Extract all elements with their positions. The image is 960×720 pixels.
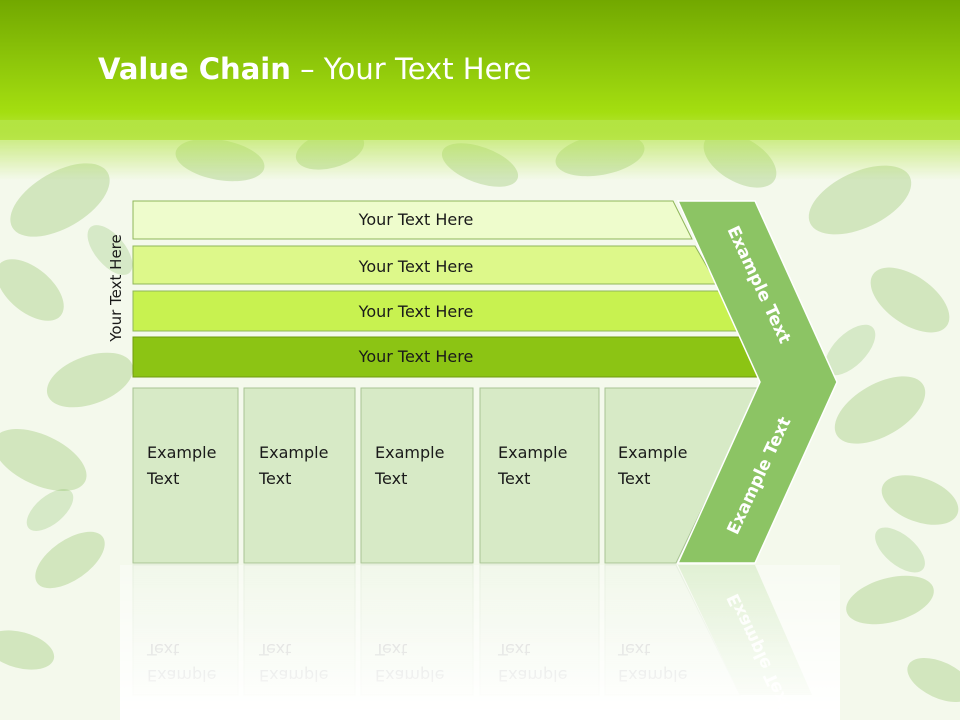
header-fade [0, 120, 960, 180]
column-2-shape [243, 387, 356, 564]
bar-1-shape [132, 200, 693, 240]
header-band [0, 0, 960, 140]
column-4-line2: Text [497, 469, 530, 488]
column-3-line1: Example [375, 443, 444, 462]
column-4-line1: Example [498, 443, 567, 462]
column-2-line1: Example [259, 443, 328, 462]
bar-2: Your Text Here [132, 245, 718, 285]
side-label: Your Text Here [107, 234, 125, 342]
bar-1-label: Your Text Here [358, 210, 474, 229]
column-3-shape [360, 387, 474, 564]
slide-title: Value Chain – Your Text Here [98, 52, 532, 86]
bar-4: Your Text Here [132, 336, 765, 378]
column-1: Example Text [132, 387, 239, 564]
bar-3: Your Text Here [132, 290, 741, 332]
bar-4-label: Your Text Here [358, 347, 474, 366]
reflection-fade [120, 565, 840, 720]
column-1-shape [132, 387, 239, 564]
bar-3-label: Your Text Here [358, 302, 474, 321]
column-3: Example Text [360, 387, 474, 564]
column-4: Example Text [479, 387, 600, 564]
column-1-line1: Example [147, 443, 216, 462]
column-1-line2: Text [146, 469, 179, 488]
bar-1: Your Text Here [132, 200, 693, 240]
column-3-line2: Text [374, 469, 407, 488]
slide-title-rest: – Your Text Here [290, 52, 532, 86]
column-5-line2: Text [617, 469, 650, 488]
column-2: Example Text [243, 387, 356, 564]
column-2-line2: Text [258, 469, 291, 488]
column-5: Example Text [604, 387, 761, 564]
bar-2-label: Your Text Here [358, 257, 474, 276]
slide-title-bold: Value Chain [98, 52, 291, 86]
column-4-shape [479, 387, 600, 564]
column-5-shape [604, 387, 761, 564]
chevron-arrow: Example Text Example Text [676, 200, 838, 564]
chevron-shape [676, 200, 838, 564]
column-5-line1: Example [618, 443, 687, 462]
